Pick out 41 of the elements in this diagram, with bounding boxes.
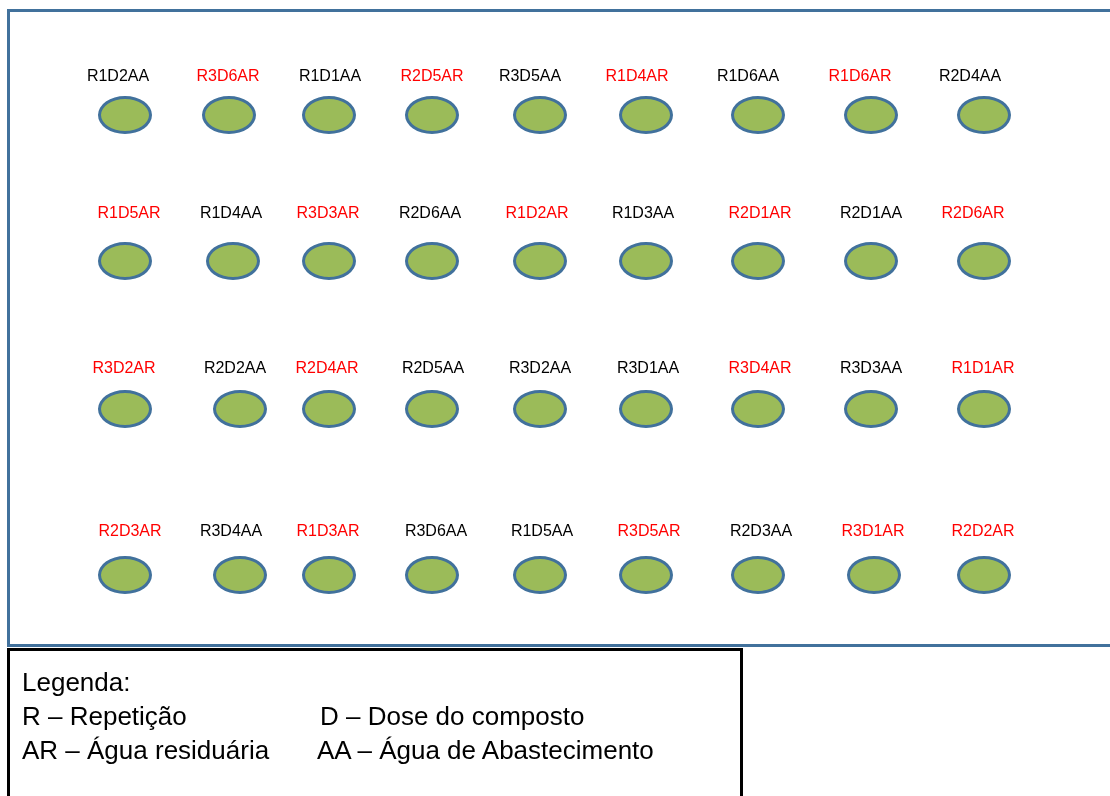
plot-label: R3D4AR bbox=[727, 359, 793, 377]
plot-label: R2D4AR bbox=[294, 359, 360, 377]
plot-label: R1D6AA bbox=[715, 67, 781, 85]
plot-label: R1D4AR bbox=[604, 67, 670, 85]
plot-label: R2D6AR bbox=[940, 204, 1006, 222]
plot-label: R3D5AA bbox=[497, 67, 563, 85]
plot-label: R3D1AA bbox=[615, 359, 681, 377]
plot-label: R1D2AA bbox=[85, 67, 151, 85]
legend-text: AR – Água residuária bbox=[22, 735, 270, 765]
plot-label: R2D3AR bbox=[97, 522, 163, 540]
plot-label: R3D6AA bbox=[403, 522, 469, 540]
legend-text: AA – Água de Abastecimento bbox=[317, 735, 654, 765]
plot-label: R3D2AA bbox=[507, 359, 573, 377]
plot-label: R2D2AA bbox=[202, 359, 268, 377]
plot-label: R1D4AA bbox=[198, 204, 264, 222]
plot-label: R2D6AA bbox=[397, 204, 463, 222]
plot-label: R2D2AR bbox=[950, 522, 1016, 540]
plot-label: R2D5AA bbox=[400, 359, 466, 377]
plot-label: R1D5AA bbox=[509, 522, 575, 540]
legend-text: R – Repetição bbox=[22, 701, 187, 731]
plot-label: R1D5AR bbox=[96, 204, 162, 222]
plot-label: R3D2AR bbox=[91, 359, 157, 377]
plot-label: R3D3AA bbox=[838, 359, 904, 377]
plot-label: R2D1AA bbox=[838, 204, 904, 222]
legend-text: D – Dose do composto bbox=[320, 701, 585, 731]
plot-label: R3D5AR bbox=[616, 522, 682, 540]
plot-label: R1D1AA bbox=[297, 67, 363, 85]
plot-label: R2D4AA bbox=[937, 67, 1003, 85]
plot-label: R3D6AR bbox=[195, 67, 261, 85]
plot-label: R1D3AR bbox=[295, 522, 361, 540]
plot-label: R2D5AR bbox=[399, 67, 465, 85]
plot-label: R2D3AA bbox=[728, 522, 794, 540]
plot-label: R1D1AR bbox=[950, 359, 1016, 377]
plot-label: R3D1AR bbox=[840, 522, 906, 540]
plot-label: R1D6AR bbox=[827, 67, 893, 85]
plot-label: R1D3AA bbox=[610, 204, 676, 222]
legend-heading: Legenda: bbox=[22, 667, 131, 697]
plot-label: R2D1AR bbox=[727, 204, 793, 222]
plot-label: R3D4AA bbox=[198, 522, 264, 540]
plot-label: R3D3AR bbox=[295, 204, 361, 222]
plot-label: R1D2AR bbox=[504, 204, 570, 222]
